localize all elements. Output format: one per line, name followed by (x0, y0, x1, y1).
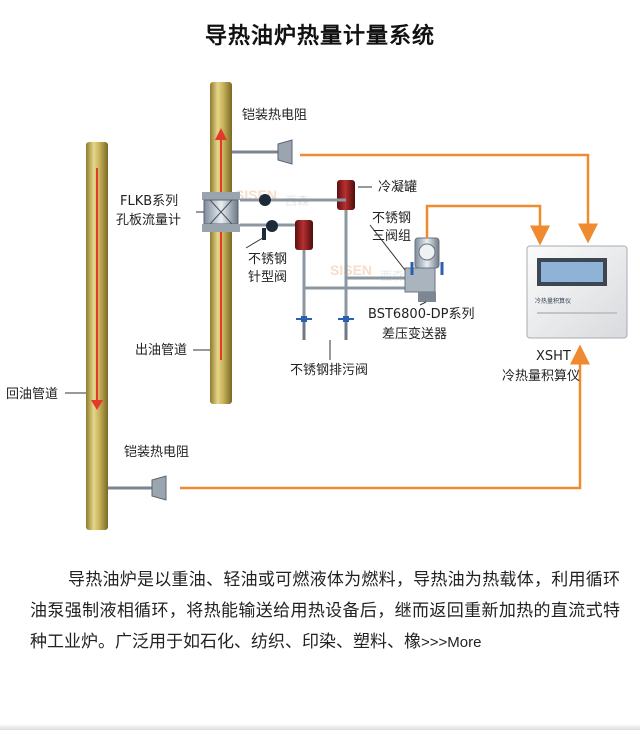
label-xsht-line1: XSHT (536, 349, 571, 364)
panel-text: 冷热量积算仪 (535, 297, 571, 305)
system-diagram: SISEN 西森 SISEN 西森 (6, 82, 628, 530)
outlet-pipe (210, 82, 232, 404)
label-return-pipe: 回油管道 (6, 387, 58, 402)
label-needle-line1: 不锈钢 (248, 252, 287, 267)
orifice-flowmeter (202, 192, 240, 232)
signal-lines (180, 153, 598, 490)
drain-valves (296, 316, 354, 340)
label-flkb-line1: FLKB系列 (120, 194, 178, 209)
needle-valves (240, 194, 300, 240)
label-rtd-bottom: 铠装热电阻 (124, 444, 189, 460)
label-rtd-top: 铠装热电阻 (242, 107, 307, 123)
label-xsht-line2: 冷热量积算仪 (502, 369, 580, 384)
bottom-divider (0, 724, 640, 730)
watermark-brand-2: SISEN (330, 262, 372, 278)
more-link[interactable]: >>>More (421, 634, 482, 651)
label-transmitter-line1: BST6800-DP系列 (368, 307, 475, 322)
description-paragraph: 导热油炉是以重油、轻油或可燃液体为燃料，导热油为热载体，利用循环油泵强制液相循环… (30, 565, 620, 658)
return-pipe (86, 142, 108, 530)
label-outlet-pipe: 出油管道 (135, 343, 187, 358)
label-transmitter-line2: 差压变送器 (382, 326, 447, 342)
dp-transmitter (404, 237, 444, 302)
label-flkb-line2: 孔板流量计 (116, 213, 181, 228)
xsht-integrator: 冷热量积算仪 (526, 245, 628, 339)
label-needle-line2: 针型阀 (248, 270, 287, 285)
label-drain-valve: 不锈钢排污阀 (290, 363, 368, 378)
watermark-brand-cn-2: 西森 (380, 268, 404, 283)
description-text: 导热油炉是以重油、轻油或可燃液体为燃料，导热油为热载体，利用循环油泵强制液相循环… (30, 570, 620, 652)
rtd-sensor-top (232, 139, 293, 165)
rtd-sensor-bottom (108, 475, 167, 501)
label-valve3-line1: 不锈钢 (372, 211, 411, 226)
page-title: 导热油炉热量计量系统 (204, 23, 435, 49)
leader-lines (65, 186, 427, 394)
label-condenser: 冷凝罐 (378, 179, 417, 195)
label-valve3-line2: 三阀组 (372, 229, 411, 244)
